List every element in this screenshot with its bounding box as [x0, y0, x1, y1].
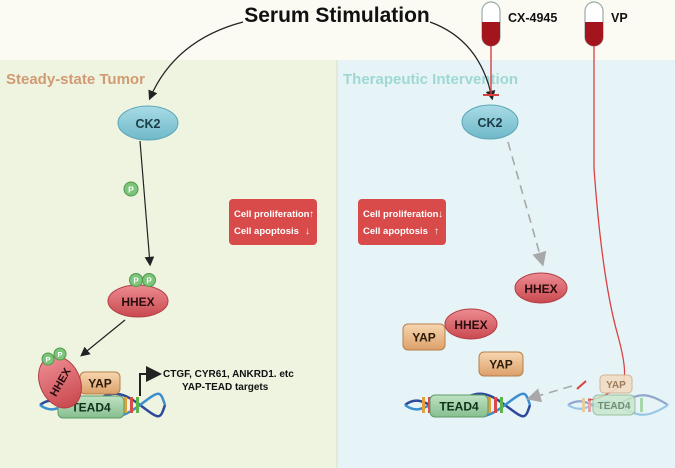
transcription-arrow	[139, 366, 162, 396]
hhex-right-free-label: HHEX	[524, 282, 557, 296]
tead4-right	[429, 394, 489, 418]
serum-to-ck2-left-arrow	[148, 21, 244, 101]
phospho-free-left	[123, 181, 139, 197]
effect-right-proliferation: Cell proliferation	[363, 209, 439, 220]
vp-tube-icon	[584, 1, 604, 47]
yap-right-complex-label: YAP	[412, 331, 436, 345]
yap-right-free	[478, 351, 524, 377]
hhex-right-complex	[444, 308, 498, 340]
diagram-title: Serum Stimulation	[244, 4, 430, 27]
ck2-to-hhex-right-dashed-arrow	[507, 141, 547, 267]
effect-box-right	[358, 199, 446, 245]
hhex-left-label: HHEX	[121, 295, 154, 309]
ck2-to-hhex-left-arrow	[139, 140, 155, 267]
yap-right-free-label: YAP	[489, 358, 513, 372]
effect-left-apoptosis-arrow: ↓	[305, 226, 310, 237]
yap-left-label: YAP	[88, 377, 112, 391]
ck2-left-label: CK2	[135, 117, 160, 131]
yap-faded-label: YAP	[606, 380, 626, 391]
phospho-free-left-label: P	[128, 185, 134, 195]
phospho-hhex-left-1-label: P	[133, 276, 139, 285]
tead4-left-label: TEAD4	[71, 401, 111, 415]
effect-right-apoptosis: Cell apoptosis	[363, 226, 428, 237]
cx4945-tube-icon	[481, 1, 501, 47]
effect-left-proliferation: Cell proliferation	[234, 209, 310, 220]
left-panel-heading: Steady-state Tumor	[6, 71, 145, 88]
hhex-to-complex-arrow	[80, 319, 126, 357]
vp-inhibition-bar	[576, 380, 587, 390]
target-genes-line1: CTGF, CYR61, ANKRD1. etc	[163, 369, 294, 380]
effect-right-proliferation-arrow: ↓	[438, 209, 443, 220]
phospho-hhex-left-2	[142, 273, 156, 287]
effect-box-left	[229, 199, 317, 245]
serum-to-ck2-right-arrow	[429, 21, 496, 101]
cx4945-label: CX-4945	[508, 11, 557, 25]
hhex-right-free	[514, 272, 568, 304]
phospho-bound-1-label: P	[45, 355, 50, 364]
faded-to-bound-dashed-arrow	[526, 385, 573, 403]
phospho-hhex-left-2-label: P	[146, 276, 152, 285]
yap-right-complex	[402, 323, 446, 351]
vp-label: VP	[611, 11, 628, 25]
phospho-bound-2-label: P	[57, 350, 62, 359]
tead4-faded	[592, 394, 636, 416]
tead4-faded-label: TEAD4	[598, 401, 631, 412]
effect-left-proliferation-arrow: ↑	[309, 209, 314, 220]
yap-faded	[599, 374, 633, 394]
right-panel-heading: Therapeutic Intervention	[343, 71, 518, 88]
effect-left-apoptosis: Cell apoptosis	[234, 226, 299, 237]
ck2-left	[117, 105, 179, 141]
effect-right-apoptosis-arrow: ↑	[434, 226, 439, 237]
ck2-right-label: CK2	[477, 116, 502, 130]
hhex-right-complex-label: HHEX	[454, 318, 487, 332]
phospho-bound-1	[41, 352, 55, 366]
phospho-bound-2	[53, 347, 67, 361]
tead4-right-label: TEAD4	[439, 400, 479, 414]
ck2-right	[461, 104, 519, 140]
target-genes-line2: YAP-TEAD targets	[182, 382, 269, 393]
